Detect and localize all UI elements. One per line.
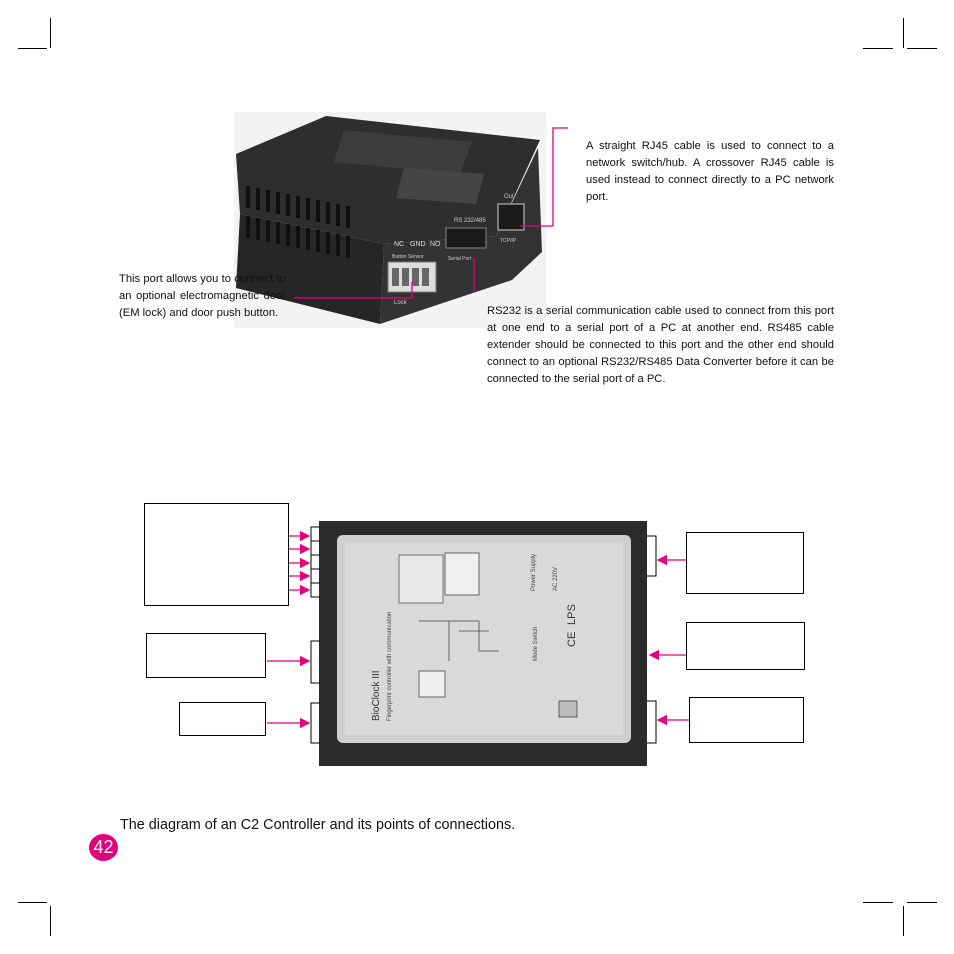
figure-caption: The diagram of an C2 Controller and its … [120,817,516,833]
crop-mark-top-right-v [903,18,904,48]
serial-port-label: Serial Port [448,256,472,262]
svg-text:GND: GND [410,241,426,248]
serial-label: RS 232/485 [454,218,486,224]
controller-photo: NC GND NO Button Sensor RS 232/485 Seria… [234,112,546,328]
power-value: AC 220V [553,567,559,591]
crop-mark-top-left-v [50,18,51,48]
power-label: Power Supply [531,554,537,591]
tcpip-label: TCP/IP [500,238,517,244]
button-sensor-label: Button Sensor [392,254,424,260]
terminal-label-box [144,503,289,606]
rj45-note: A straight RJ45 cable is used to connect… [586,140,834,203]
brand-text: BioClock III [371,670,382,721]
serial-note: RS232 is a serial communication cable us… [487,305,834,385]
crop-mark-bottom-right-h2 [907,902,937,903]
serial-port-connector [445,227,487,249]
page-number: 42 [89,834,118,861]
crop-mark-top-right-h [863,48,893,49]
rj45-port [497,203,525,231]
crop-mark-bottom-left-h [18,902,47,903]
lps-mark: LPS [566,604,578,625]
lock-port-note: This port allows you to connect to an op… [119,273,286,319]
terminal-labels: NC [394,241,404,248]
right-top-label-box [686,532,804,594]
crop-mark-bottom-right-h [863,902,893,903]
crop-mark-bottom-left-v [50,906,51,936]
ce-mark: CE [566,632,578,647]
svg-text:NO: NO [430,241,441,248]
controller-label-photo: BioClock III Fingerprint controller with… [319,521,647,766]
subtitle-text: Fingerprint controller with communicatio… [387,612,393,721]
crop-mark-top-left-h [18,48,47,49]
right-bottom-label-box [689,697,804,743]
mode-label: Mode Switch [533,627,539,661]
lock-label: Lock [394,300,408,306]
out-label: Out [504,194,514,200]
crop-mark-bottom-right-v [903,906,904,936]
left-middle-label-box [146,633,266,678]
right-middle-label-box [686,622,805,670]
crop-mark-top-right-h2 [907,48,937,49]
device-top-label [334,130,472,174]
left-bottom-label-box [179,702,266,736]
